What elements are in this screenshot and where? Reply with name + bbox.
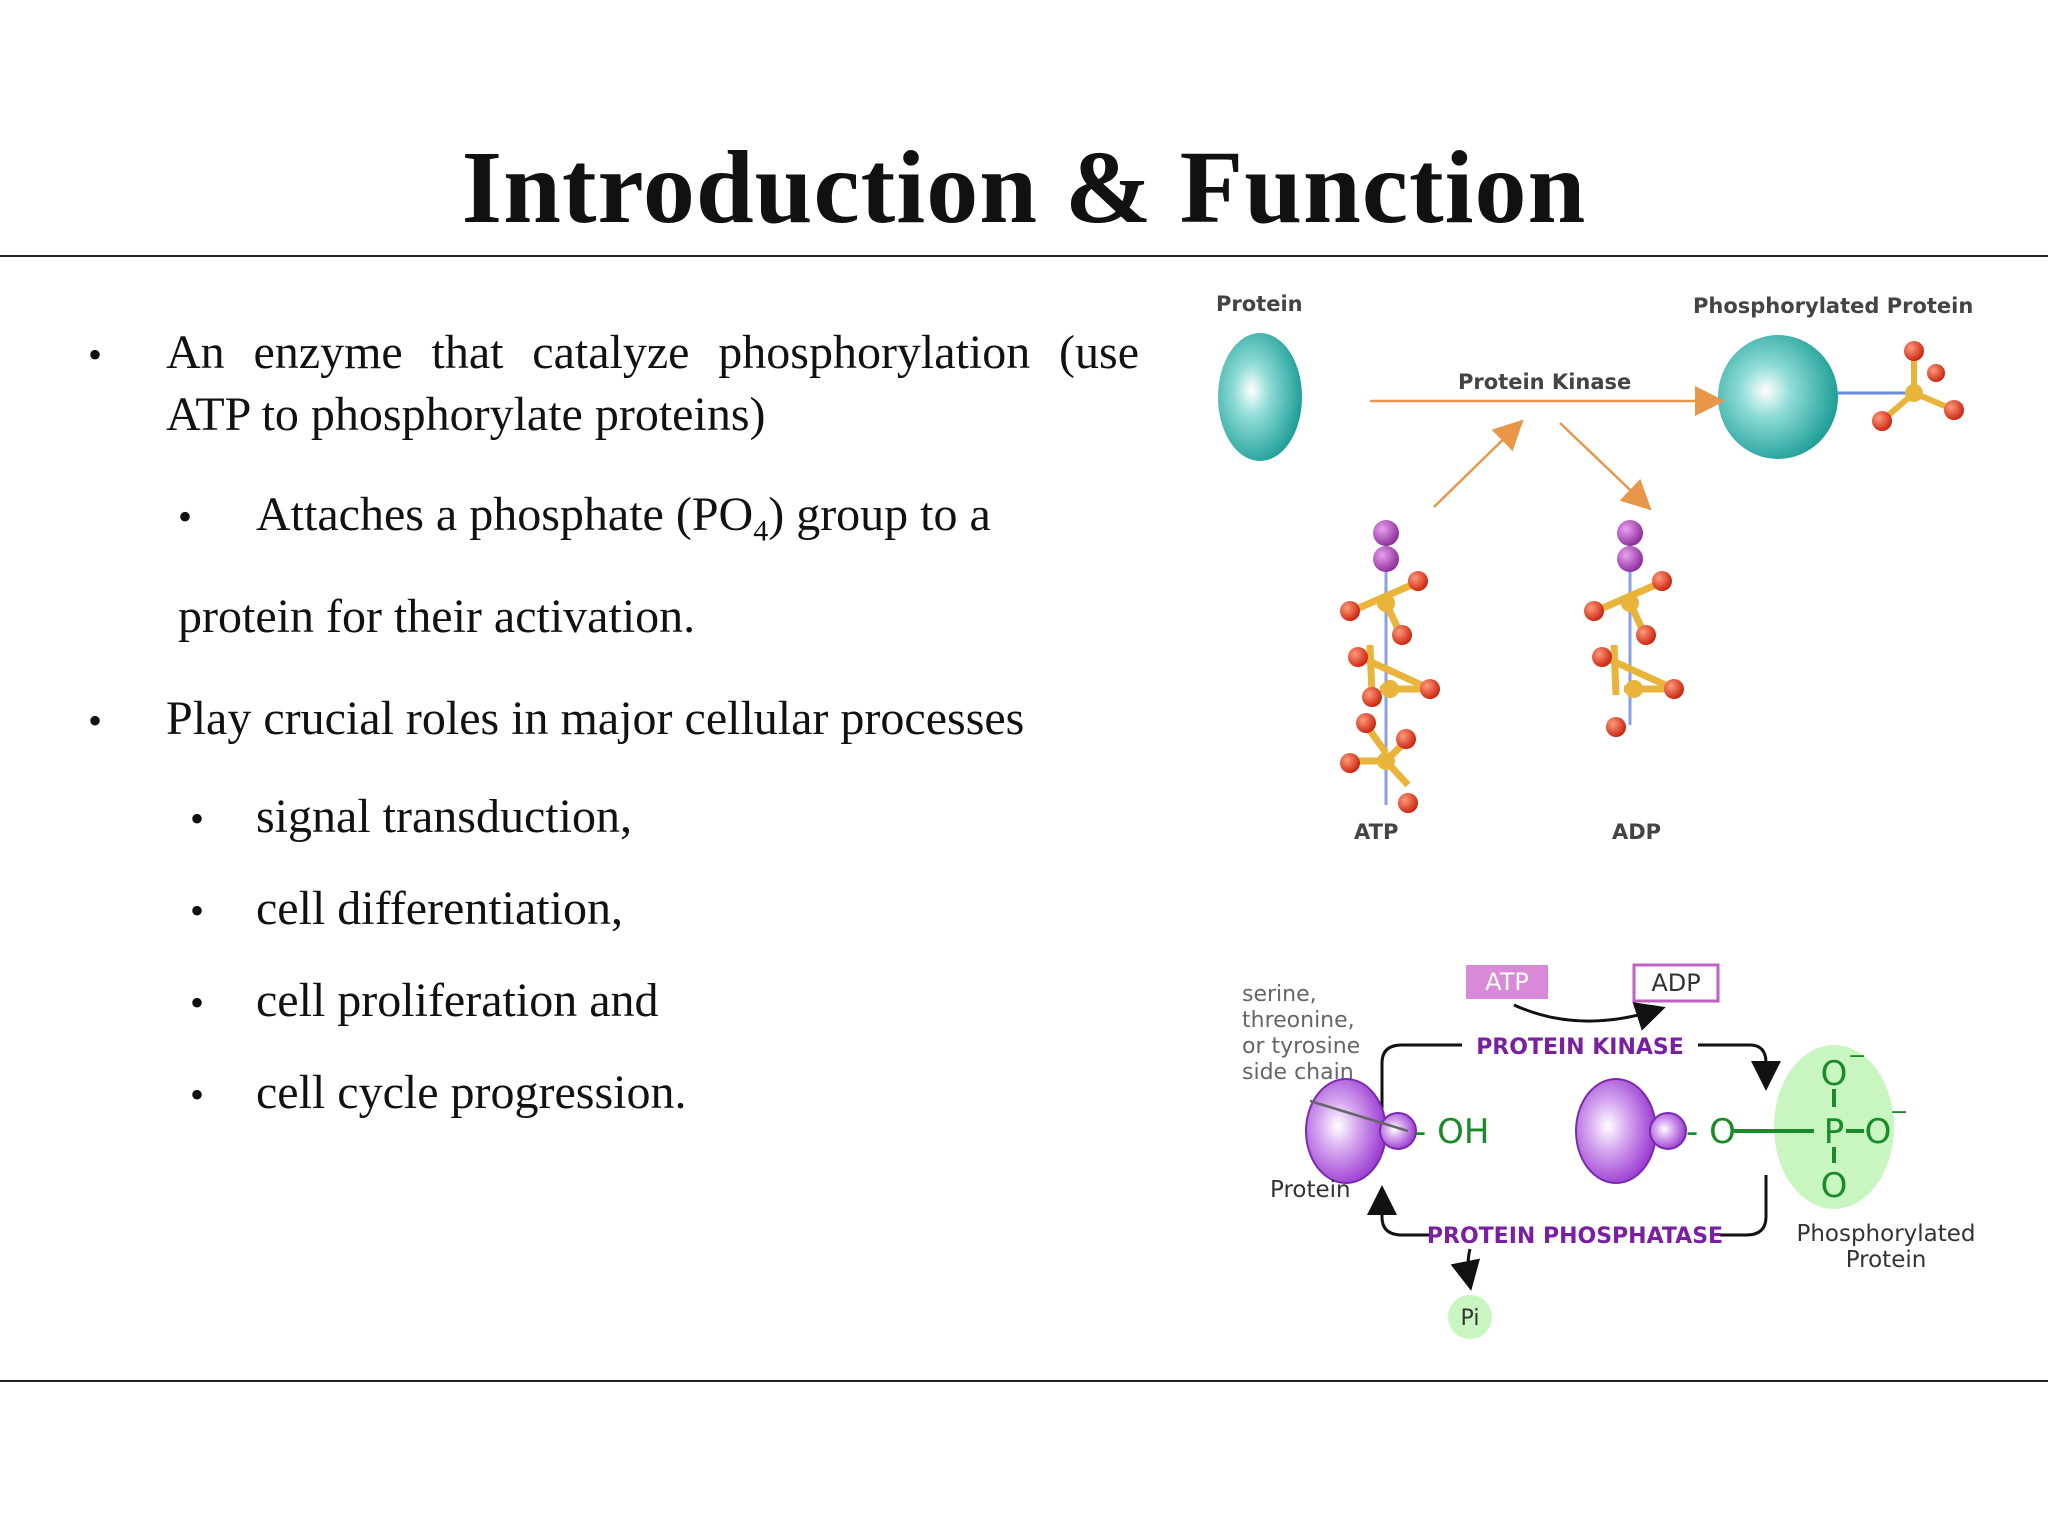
atp-label: ATP <box>1354 820 1398 844</box>
bullet-attaches-continued: protein for their activation. <box>178 590 696 643</box>
role-cell-differentiation: cell differentiation, <box>256 882 623 935</box>
phosphorylated-protein-shape <box>1718 335 1838 459</box>
kinase-reaction-diagram: Protein Phosphorylated Protein Protein K… <box>1216 292 1973 844</box>
protein-kinase-label: Protein Kinase <box>1458 370 1631 394</box>
bullet-dot: • <box>88 698 103 743</box>
oxygen-right-label: O <box>1865 1112 1892 1152</box>
bullet-dot: • <box>178 494 193 539</box>
bullet-dot: • <box>190 1072 205 1117</box>
adp-box-label: ADP <box>1651 969 1700 997</box>
bullet-dot: • <box>190 888 205 933</box>
atp-box-label: ATP <box>1485 968 1529 996</box>
phosphate-group-bg <box>1774 1045 1894 1209</box>
bullet-dot: • <box>190 980 205 1025</box>
subscript-4: 4 <box>753 514 769 548</box>
bullet-roles: Play crucial roles in major cellular pro… <box>166 692 1025 745</box>
pi-circle <box>1448 1295 1492 1339</box>
phosphorylated-protein-shape <box>1575 1078 1657 1184</box>
protein-kinase-label: PROTEIN KINASE <box>1476 1035 1684 1060</box>
bullet-attaches-post: ) group to a <box>768 488 991 541</box>
protein-label: Protein <box>1216 292 1303 316</box>
phosphorylated-protein-label: Phosphorylated Protein <box>1693 294 1973 318</box>
protein-phosphatase-label: PROTEIN PHOSPHATASE <box>1427 1224 1723 1249</box>
side-chain-label-line2: threonine, <box>1242 1008 1355 1033</box>
atp-molecule-icon <box>1340 520 1440 813</box>
bottom-divider <box>0 1380 2048 1382</box>
phosphorus-label: P <box>1824 1112 1845 1152</box>
role-cell-cycle: cell cycle progression. <box>256 1066 687 1119</box>
ester-oxygen-label: - O <box>1686 1112 1736 1152</box>
slide-title: Introduction & Function <box>461 130 1587 245</box>
adp-output-arrow <box>1559 422 1652 511</box>
role-signal-transduction: signal transduction, <box>256 790 632 843</box>
atp-box <box>1466 965 1548 999</box>
side-chain-knob <box>1379 1112 1417 1150</box>
protein-shape <box>1218 333 1302 461</box>
phosphorylated-protein-label-line1: Phosphorylated <box>1796 1221 1975 1247</box>
bullet-dot: • <box>88 332 103 377</box>
oxygen-top-charge: − <box>1848 1044 1866 1069</box>
atp-to-adp-arrow <box>1513 1002 1666 1031</box>
pi-release-arrow <box>1450 1248 1481 1291</box>
top-divider <box>0 255 2048 257</box>
adp-molecule-icon <box>1584 520 1684 737</box>
adp-label: ADP <box>1612 820 1661 844</box>
bullet-attaches: Attaches a phosphate (PO4) group to a <box>256 484 991 563</box>
protein-label: Protein <box>1270 1177 1351 1203</box>
phosphorylated-protein-label-line2: Protein <box>1846 1247 1927 1273</box>
bullet-list: • An enzyme that catalyze phosphorylatio… <box>88 326 1139 1119</box>
pi-label: Pi <box>1461 1306 1480 1331</box>
atp-input-arrow <box>1433 419 1524 508</box>
bullet-attaches-pre: Attaches a phosphate (PO <box>256 488 754 541</box>
bullet-dot: • <box>190 796 205 841</box>
protein-shape <box>1305 1078 1387 1184</box>
oxygen-bottom-label: O <box>1821 1166 1848 1206</box>
oxygen-right-charge: − <box>1890 1100 1908 1125</box>
phospho-side-chain-knob <box>1649 1112 1687 1150</box>
hydroxyl-label: - OH <box>1414 1112 1489 1152</box>
attached-phosphate-icon <box>1838 341 1964 431</box>
role-cell-proliferation: cell proliferation and <box>256 974 659 1027</box>
side-chain-label-line1: serine, <box>1242 982 1317 1007</box>
adp-box <box>1632 963 1720 1003</box>
side-chain-label-line3: or tyrosine <box>1242 1034 1360 1059</box>
kinase-phosphatase-cycle-diagram: ATP ADP serine, threonine, or tyrosine s… <box>1242 963 1976 1339</box>
bullet-enzyme: An enzyme that catalyze phosphorylation … <box>166 326 1139 441</box>
side-chain-pointer <box>1309 1099 1409 1133</box>
oxygen-top-label: O <box>1821 1054 1848 1094</box>
